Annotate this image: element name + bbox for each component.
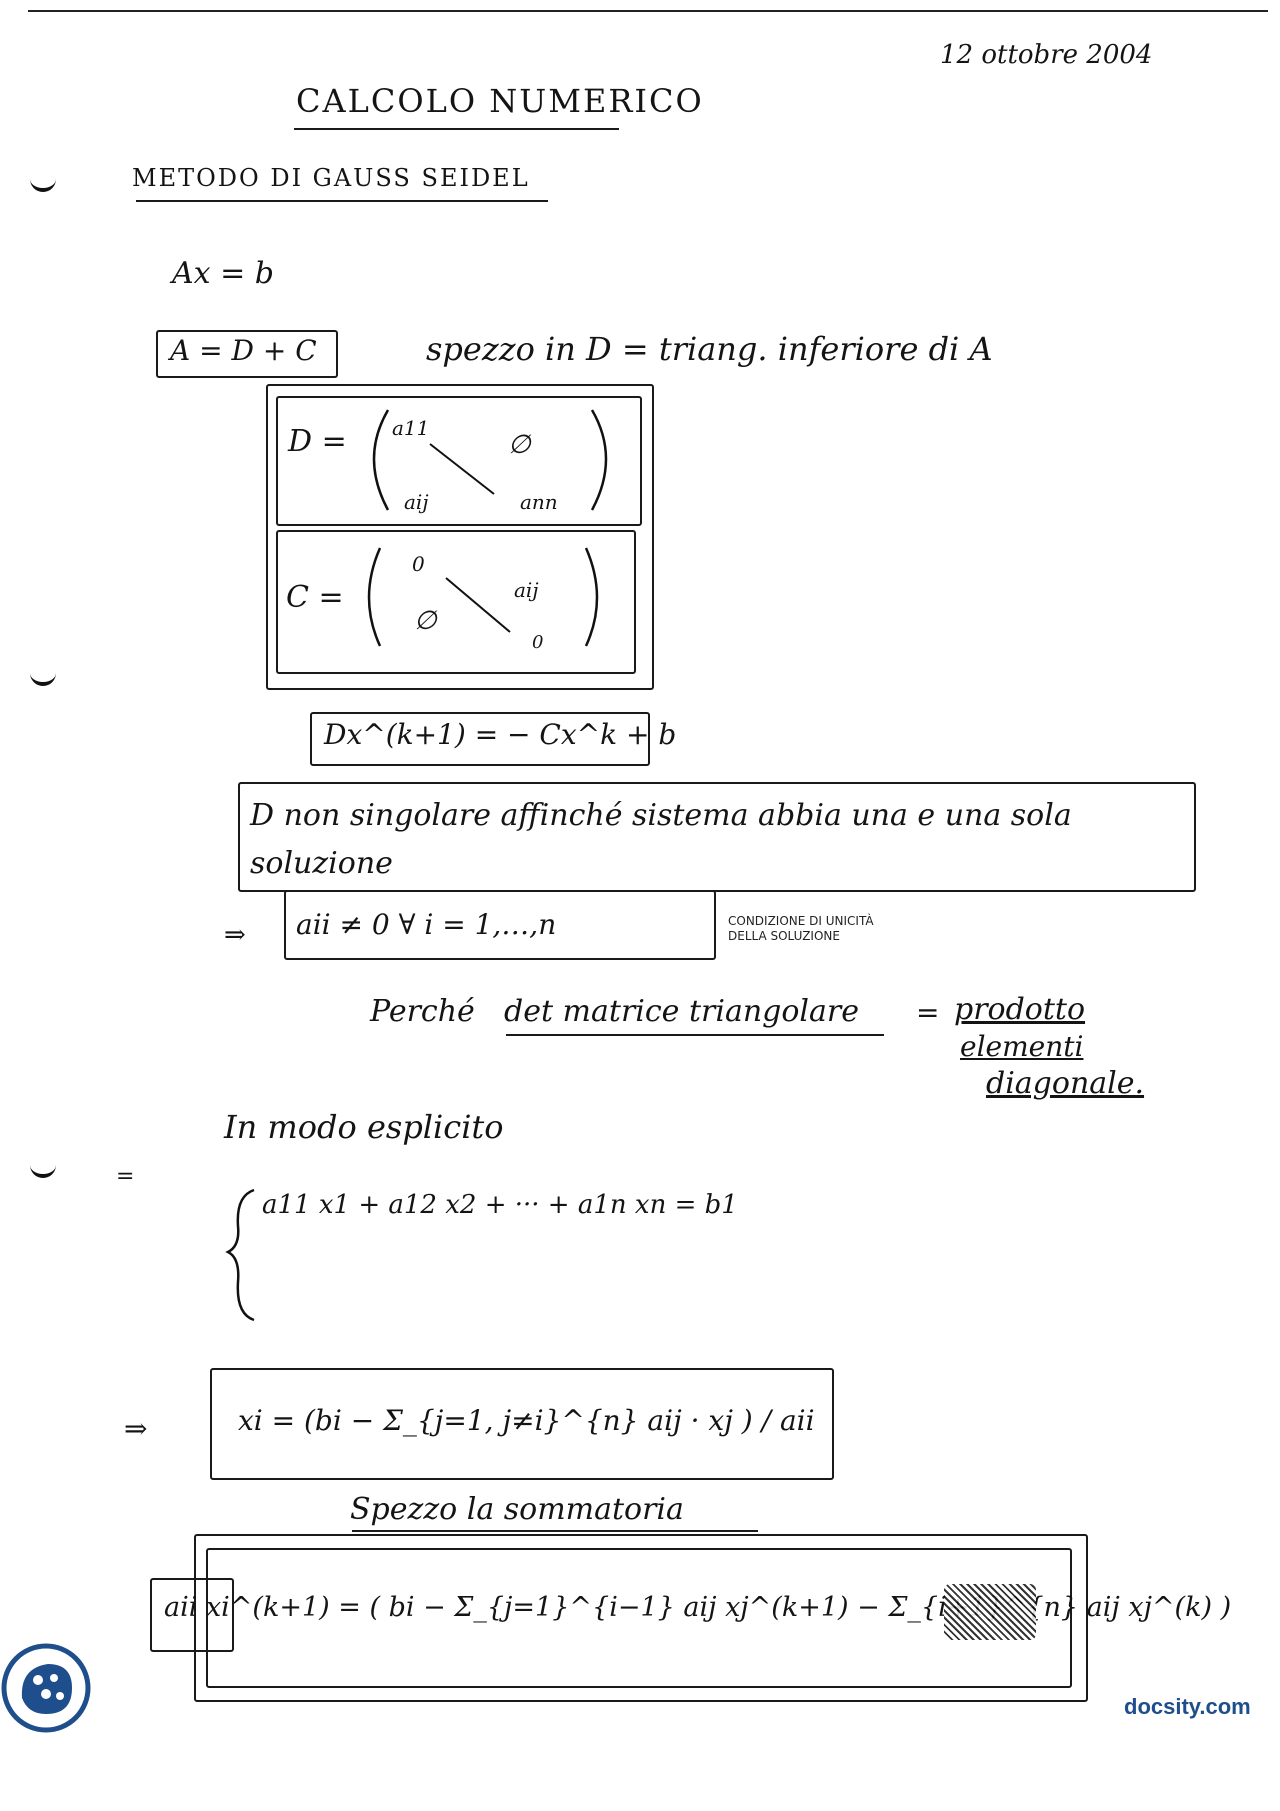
why-elements: elementi (960, 1030, 1084, 1063)
iteration-box (310, 712, 650, 766)
system-brace (225, 1188, 255, 1322)
d-matrix-brackets (367, 409, 608, 647)
section-heading: METODO DI GAUSS SEIDEL (132, 164, 530, 192)
why-diagonal: diagonale. (986, 1066, 1145, 1101)
d-matrix-box (276, 396, 642, 526)
docsity-watermark[interactable]: docsity.com (1124, 1694, 1251, 1719)
equation-system: Ax = b (172, 256, 274, 291)
iteration-equation: Dx^(k+1) = − Cx^k + b (324, 718, 677, 751)
explicit-heading: In modo esplicito (224, 1108, 504, 1146)
top-rule (28, 10, 1268, 12)
d-zero: ∅ (508, 430, 531, 460)
why-product: prodotto (954, 992, 1086, 1027)
split-box (156, 330, 338, 378)
d-ann: ann (520, 490, 558, 514)
formula-box (210, 1368, 834, 1480)
page-date: 12 ottobre 2004 (940, 40, 1153, 70)
nonsingular-box (238, 782, 1196, 892)
d-a11: a11 (392, 416, 430, 440)
explicit-eq: = (116, 1164, 135, 1189)
why-prefix: Perché (370, 994, 475, 1029)
docsity-logo-icon (1, 1643, 91, 1733)
why-det-underline (506, 1034, 884, 1036)
diag-condition-box (284, 890, 716, 960)
aii-tab (150, 1578, 234, 1652)
nonsingular-text: D non singolare affinché sistema abbia u… (250, 798, 1072, 881)
c-zero-bottom: 0 (532, 632, 544, 653)
final-outer-box (194, 1534, 1088, 1702)
c-matrix-box (276, 530, 636, 674)
title-underline (294, 128, 619, 130)
c-aij: aij (514, 578, 539, 602)
matrices-frame (266, 384, 654, 690)
c-zero-left: ∅ (414, 606, 437, 636)
split-sum-underline (352, 1530, 758, 1532)
final-inner-box (206, 1548, 1072, 1688)
d-aij: aij (404, 490, 429, 514)
implies-arrow: ⇒ (224, 920, 246, 950)
uniqueness-note: CONDIZIONE DI UNICITÀ DELLA SOLUZIONE (728, 914, 874, 943)
margin-mark (30, 1160, 56, 1178)
page-title: CALCOLO NUMERICO (296, 82, 704, 120)
margin-mark (30, 668, 56, 686)
d-matrix-label: D = (288, 424, 347, 459)
diag-condition: aii ≠ 0 ∀ i = 1,…,n (296, 908, 557, 941)
why-det: det matrice triangolare (504, 994, 860, 1029)
split-equation: A = D + C (170, 334, 317, 367)
scribble-mark (944, 1584, 1036, 1640)
system-row: a11 x1 + a12 x2 + ··· + a1n xn = b1 (262, 1190, 738, 1220)
c-matrix-label: C = (286, 580, 344, 615)
split-sum-heading: Spezzo la sommatoria (350, 1492, 684, 1527)
c-zero-top: 0 (412, 552, 425, 576)
why-eq: = (916, 996, 940, 1029)
implies-arrow-2: ⇒ (124, 1412, 148, 1445)
section-underline (136, 200, 548, 202)
margin-mark (30, 174, 56, 192)
split-description: spezzo in D = triang. inferiore di A (426, 330, 993, 368)
final-formula: aii xi^(k+1) = ( bi − Σ_{j=1}^{i−1} aij … (164, 1592, 1232, 1623)
formula: xi = (bi − Σ_{j=1, j≠i}^{n} aij · xj ) /… (238, 1404, 815, 1437)
